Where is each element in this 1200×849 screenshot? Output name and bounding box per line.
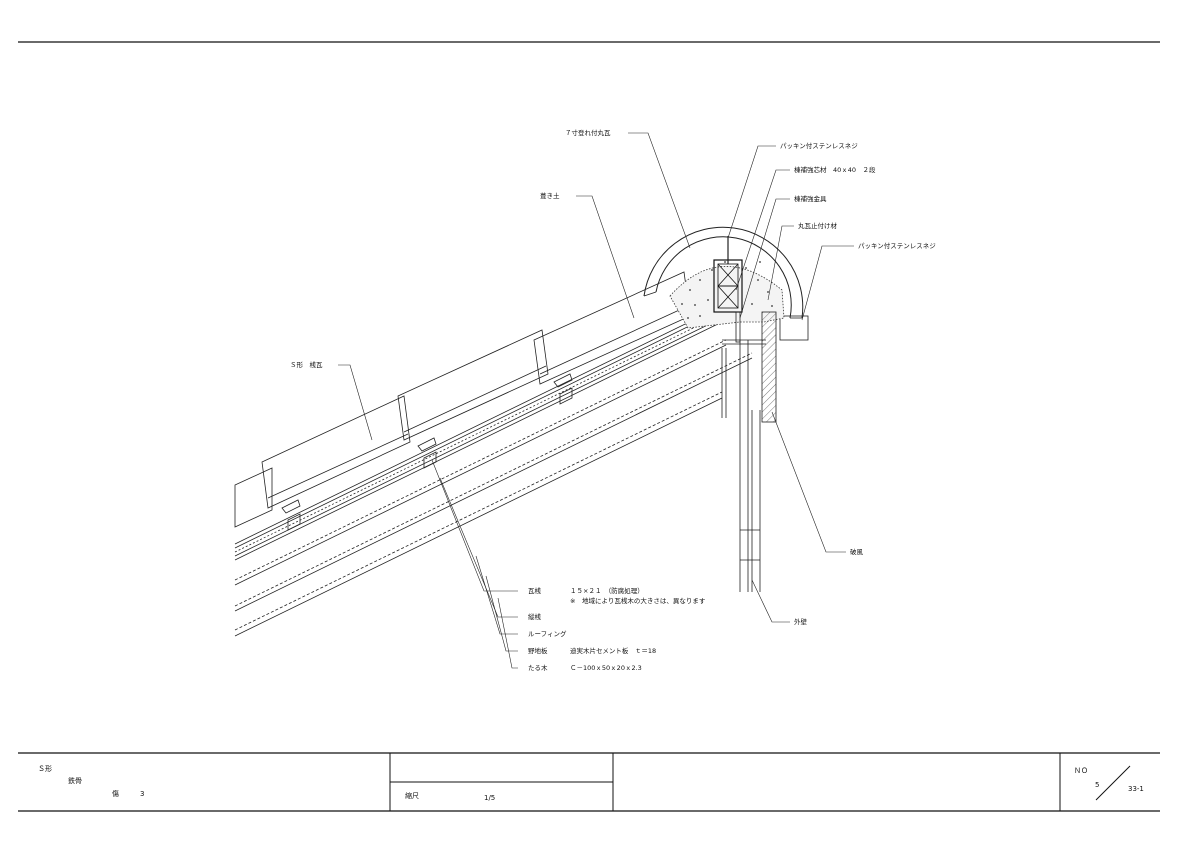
tile-batten xyxy=(559,387,573,405)
leader-screw-top xyxy=(727,145,776,239)
sheet-no-label: ＮＯ xyxy=(1074,767,1088,775)
leader-lines xyxy=(338,132,854,669)
spec-batten: １５×２１ （防腐処理） xyxy=(570,586,644,595)
leader-roofing xyxy=(475,555,518,635)
fascia-board xyxy=(761,311,777,423)
title-slope-value: 3 xyxy=(140,790,144,798)
ridge-section-detail xyxy=(234,226,809,637)
ridge-bracket xyxy=(722,311,766,345)
tile-batten xyxy=(287,513,301,531)
leader-roof-tile xyxy=(338,364,373,441)
sheet-no-value: 5 xyxy=(1095,781,1099,789)
roof-tile xyxy=(397,329,549,441)
tile-hook xyxy=(417,437,437,452)
roof-tile xyxy=(261,395,411,509)
counter-batten-layer xyxy=(234,305,723,549)
spec-rafter: Ｃ－100ｘ50ｘ20ｘ2.3 xyxy=(570,664,642,672)
label-roof-tile: Ｓ形 桟瓦 xyxy=(290,360,323,369)
title-slope-label: 傷 xyxy=(112,789,119,798)
rafter-layer xyxy=(234,352,753,637)
label-rafter: たる木 xyxy=(528,663,548,672)
label-screw-top: パッキン付ステンレスネジ xyxy=(780,141,858,150)
leader-wall xyxy=(751,579,790,623)
spec-sheathing: 迪実木片セメント板 ｔ＝18 xyxy=(570,646,656,655)
exterior-wall xyxy=(721,340,761,592)
label-fascia: 破風 xyxy=(850,547,864,556)
sheet-code: 33-1 xyxy=(1128,785,1144,793)
leader-rafter xyxy=(497,597,518,669)
scale-label: 縮尺 xyxy=(405,791,419,800)
leader-fascia xyxy=(771,411,846,553)
leader-ridge-core xyxy=(735,169,790,291)
label-batten: 瓦桟 xyxy=(528,586,542,595)
leader-screw-right xyxy=(801,245,854,321)
leader-sheathing xyxy=(485,575,518,652)
s-type-roof-tiles xyxy=(234,271,691,528)
tile-batten xyxy=(423,451,437,469)
leader-counter-batten xyxy=(439,477,518,618)
label-ridge-stopper: 丸瓦止付け材 xyxy=(798,221,838,230)
tile-hook xyxy=(281,499,301,514)
label-roofing: ルーフィング xyxy=(528,629,567,638)
leader-ridge-bracket xyxy=(739,198,790,319)
title-frame-label: 鉄骨 xyxy=(68,776,82,785)
ridge-round-tile xyxy=(643,226,809,341)
tile-hook xyxy=(553,373,573,388)
roof-tile xyxy=(533,271,691,385)
title-type-label: Ｓ形 xyxy=(38,765,52,773)
label-sheathing: 野地板 xyxy=(528,646,548,655)
ridge-core-timbers xyxy=(713,259,743,313)
label-ridge-bracket: 棟補強金具 xyxy=(794,194,827,203)
title-block xyxy=(18,752,1160,812)
label-ridge-core: 棟補強芯材 40ｘ40 ２段 xyxy=(794,165,876,174)
leader-batten xyxy=(431,459,518,592)
sheet-no-slash xyxy=(1095,765,1131,801)
label-fill-soil: 葺き土 xyxy=(540,191,560,200)
label-wall: 外壁 xyxy=(794,617,808,626)
leader-fill-soil xyxy=(576,195,635,319)
label-counter-batten: 縦桟 xyxy=(528,612,542,621)
leader-ridge-tile xyxy=(628,132,691,249)
sheathing-layer xyxy=(234,319,727,586)
tile-battens xyxy=(281,373,573,531)
label-screw-right: パッキン付ステンレスネジ xyxy=(858,241,936,250)
note-batten: ※ 地域により瓦桟木の大きさは、異なります xyxy=(570,596,706,605)
leader-ridge-stopper xyxy=(767,225,794,301)
label-ridge-tile: ７寸登れ付丸瓦 xyxy=(565,128,611,137)
roofing-layer xyxy=(234,311,727,557)
scale-value: 1/5 xyxy=(484,794,495,802)
roof-tile xyxy=(234,467,273,528)
